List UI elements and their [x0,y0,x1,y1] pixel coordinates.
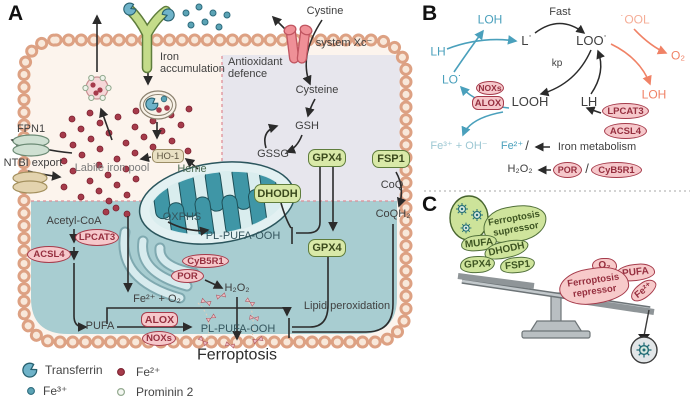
pl-pufa-ooh-membrane-label: PL-PUFA-OOH [200,323,276,336]
noxs-b-oval: NOXs [476,81,504,95]
noxs-oval: NOXs [142,331,176,346]
antioxidant-defence-label-1: Antioxidant [228,56,283,69]
oxphs-label: OXPHS [162,211,202,224]
l-radical-label: L˙ [521,33,533,49]
prominin2-exosome [82,74,112,102]
coqh2-label: CoQH₂ [375,208,411,221]
legend-prominin2: Prominin 2 [136,385,194,399]
lh-blue-label: LH [430,44,446,59]
por-b-oval: POR [553,162,582,178]
transferrin-icon [19,360,40,381]
acsl4-b-oval: ACSL4 [604,123,647,139]
fast-label: Fast [549,6,571,19]
labile-iron-pool-dots [59,105,193,218]
fe2-o2-label: Fe²⁺ + O₂ [133,293,181,306]
coq-label: CoQ [380,179,404,192]
pl-pufa-ooh-mito-label: PL-PUFA-OOH [205,230,281,243]
fe2-b-label: Fe²⁺ [500,140,524,153]
slash1-label: / [525,138,529,154]
lipid-peroxidation-label: Lipid peroxidation [303,300,391,313]
panel-b-label: B [422,2,438,25]
legend-transferrin: Transferrin [45,363,103,377]
h2o2-b-label: H₂O₂ [507,163,533,176]
ntbi-transporter [12,171,48,194]
antioxidant-defence-label-2: defence [228,68,268,81]
transferrin-receptor [121,0,177,74]
iron-accumulation-label-1: Iron [160,51,179,64]
gpx4-upper-box: GPX4 [308,149,346,167]
loh-blue-label: LOH [477,12,503,27]
cyb5r1-oval: CyB5R1 [182,254,229,268]
alox-box: ALOX [141,312,178,327]
cysteine-label: Cysteine [295,84,339,97]
lpcat3-oval: LPCAT3 [75,229,119,246]
iron-accumulation-label-2: accumulation [160,63,225,76]
iron-metabolism-label: Iron metabolism [557,141,637,154]
h2o2-label: H₂O₂ [224,282,250,295]
legend-fe2: Fe²⁺ [136,365,161,379]
fpn1-label: FPN1 [16,123,46,136]
repressor-weight-ball [630,309,658,364]
ferroptosis-label: Ferroptosis [196,346,278,364]
o2-orange-label: O₂ [671,48,685,63]
system-xc-transporter [283,24,313,64]
panel-a-label: A [8,2,24,25]
gsh-label: GSH [295,120,319,133]
lo-radical-label: LO˙ [441,72,463,87]
prominin2-icon [116,388,125,397]
ool-radical-label: ˙OOL [620,12,650,27]
legend-fe3: Fe³⁺ [43,384,68,398]
ntbi-export-label: NTBI export [3,157,63,170]
kp-label: kp [551,57,563,69]
endosome [139,90,177,120]
fe3-icon [27,387,35,395]
membrane-fragment-squiggles [197,292,264,349]
acetyl-coa-label: Acetyl-CoA [46,215,102,228]
lh-black-label: LH [580,94,598,110]
loo-radical-label: LOO˙ [576,33,608,49]
looh-label: LOOH [511,94,549,110]
panelB-arrows [446,22,668,175]
fsp1-box: FSP1 [372,150,410,168]
gpx4-lower-box: GPX4 [308,239,346,257]
labile-iron-pool-label: Labile iron pool [74,162,150,175]
ho1-box: HO-1 [152,149,184,163]
por-oval: POR [171,269,204,283]
endoplasmic-reticulum [118,226,200,304]
system-xc-label: system Xc⁻ [315,37,373,50]
fe3-dots-extracellular [182,3,231,31]
fe3-oh-label: Fe³⁺ + OH⁻ [430,140,488,153]
dhodh-box: DHODH [254,184,301,203]
lpcat3-b-oval: LPCAT3 [602,103,649,119]
slash2-label: / [585,161,589,177]
cyb5r1-b-oval: CyB5R1 [591,162,642,178]
acsl4-oval: ACSL4 [27,246,71,263]
fpn1-transporter [12,134,50,157]
cystine-label: Cystine [306,5,344,18]
pufa-label: PUFA [85,320,115,333]
heme-label: Heme [177,163,207,176]
panel-c-label: C [422,193,438,216]
gssg-label: GSSG [257,148,289,161]
fe2-icon [117,368,125,376]
loh-orange-label: LOH [641,87,667,102]
alox-b-box: ALOX [472,96,504,110]
legend-markers [19,360,125,397]
